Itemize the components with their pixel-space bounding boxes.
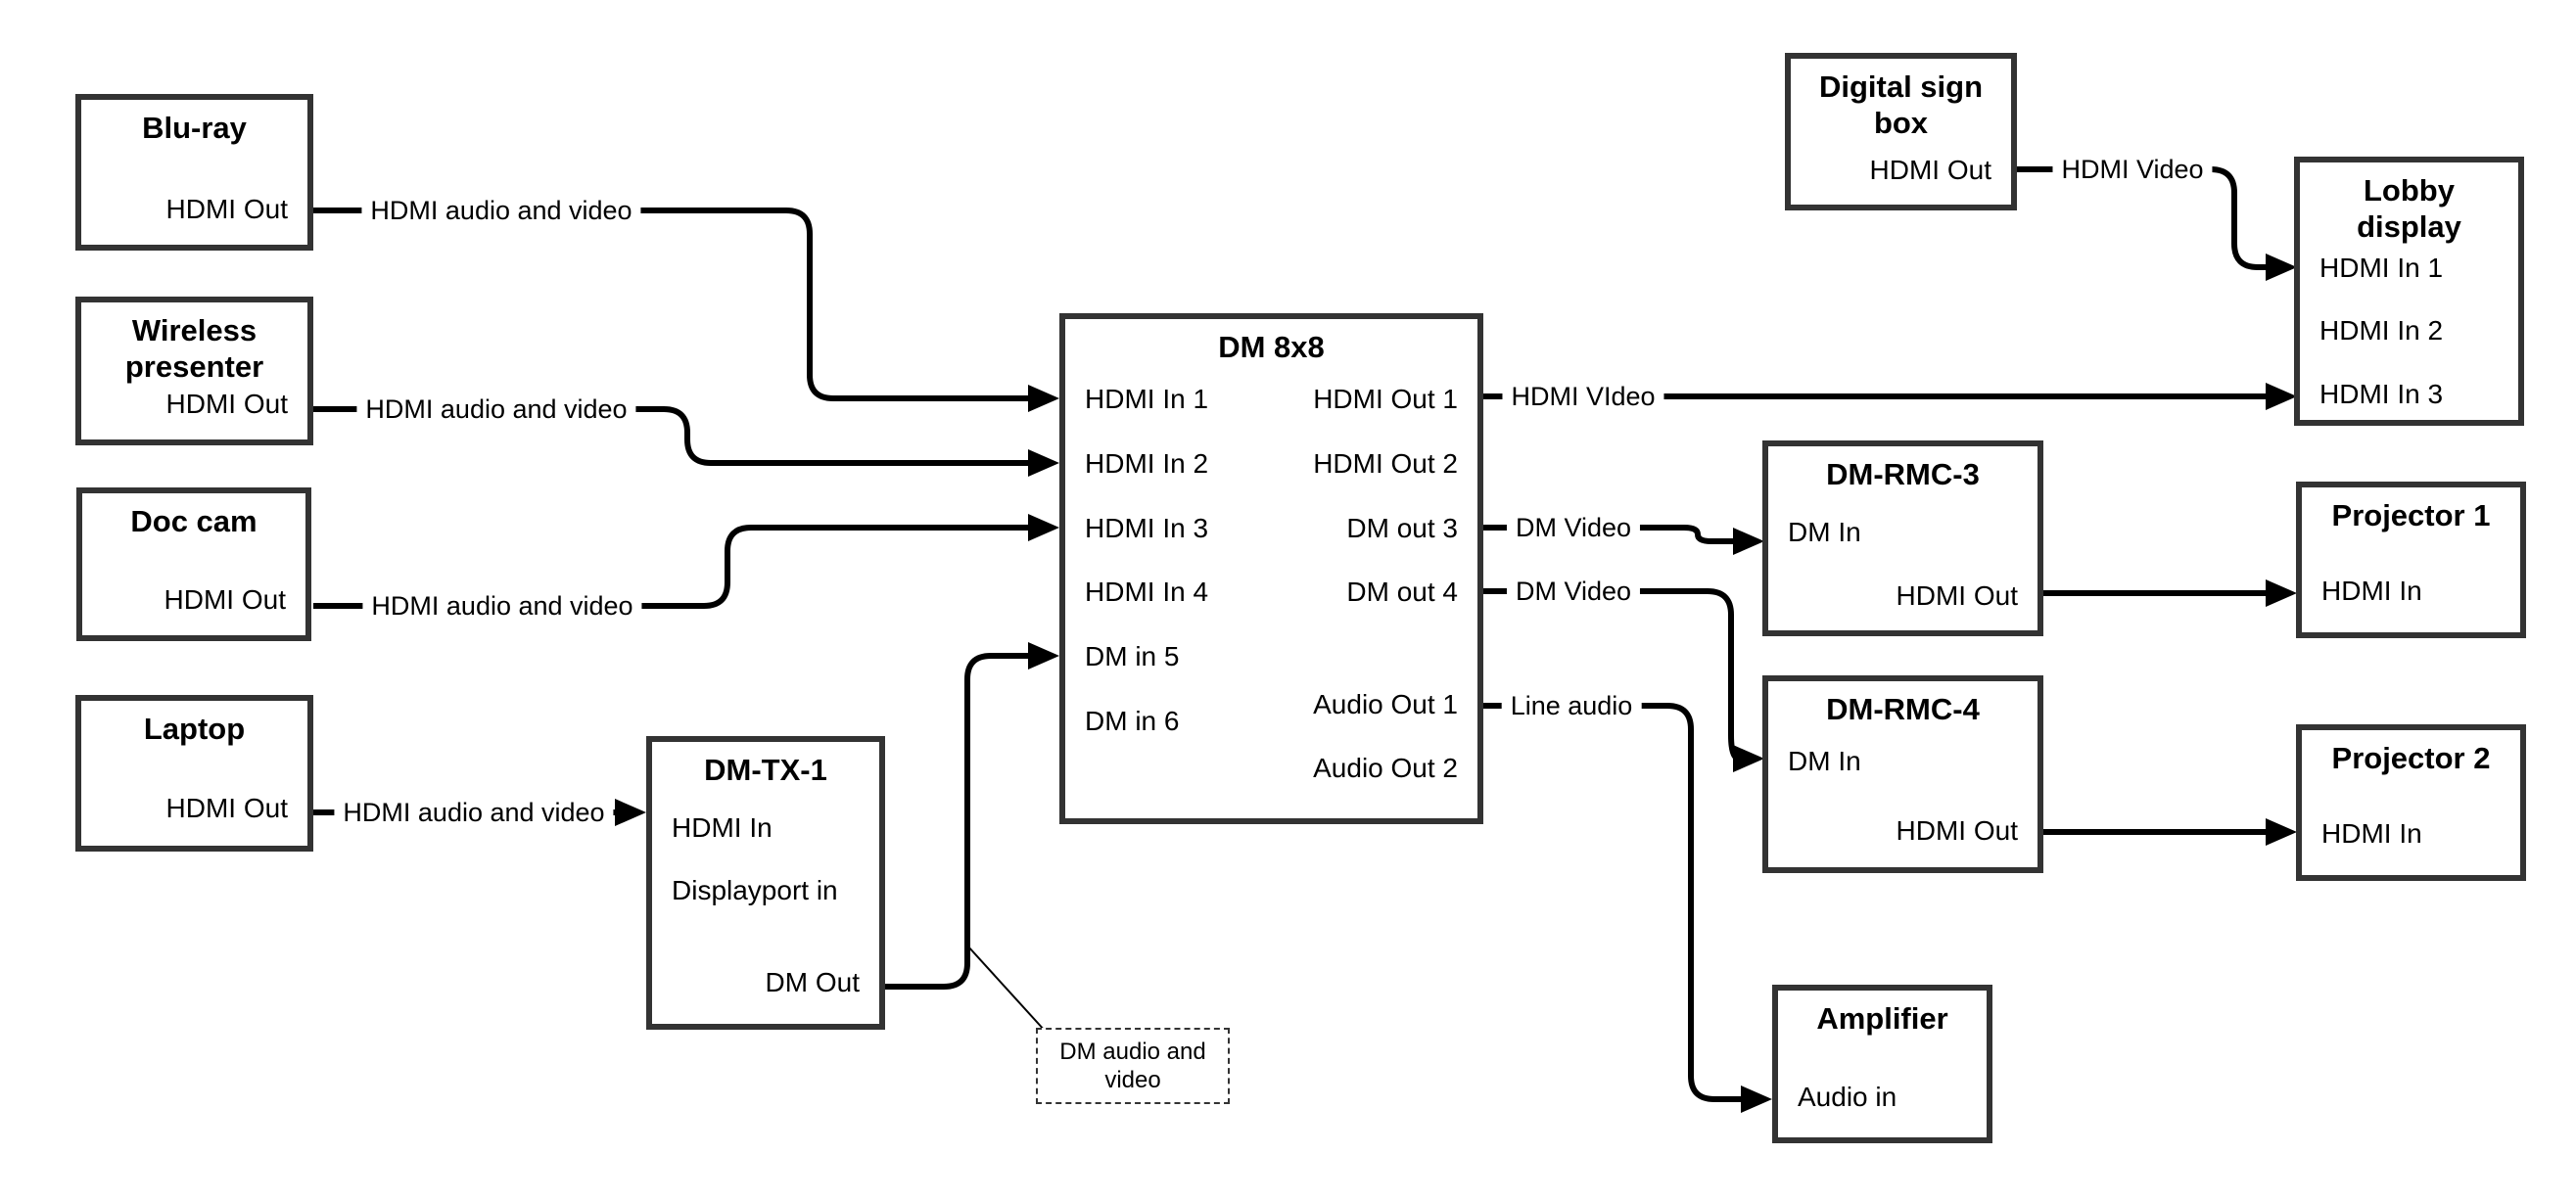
- port-dm-out-4: DM out 4: [1346, 577, 1458, 607]
- node-projector-1: Projector 1 HDMI In: [2296, 482, 2526, 638]
- wire-label-dm-video-1: DM Video: [1506, 511, 1641, 544]
- arrowhead: [1733, 745, 1764, 772]
- callout-leader-line: [966, 945, 1047, 1033]
- port-dm-out-3: DM out 3: [1346, 513, 1458, 543]
- wire-label-dm-video-2: DM Video: [1506, 575, 1641, 608]
- wire-label-hdmi-av-3: HDMI audio and video: [362, 589, 642, 623]
- port-hdmi-in-4: HDMI In 4: [1085, 577, 1209, 607]
- port-hdmi-in-1: HDMI In 1: [1085, 384, 1209, 414]
- arrowhead: [2266, 579, 2297, 607]
- port-hdmi-out: HDMI Out: [165, 389, 288, 419]
- port-audio-out-1: Audio Out 1: [1313, 689, 1458, 719]
- port-hdmi-out-1: HDMI Out 1: [1313, 384, 1458, 414]
- node-title: DM-RMC-4: [1826, 692, 1980, 726]
- node-title: Lobby display: [2357, 173, 2461, 244]
- port-hdmi-out: HDMI Out: [165, 793, 288, 823]
- node-title: DM-RMC-3: [1826, 457, 1980, 491]
- port-hdmi-in-1: HDMI In 1: [2319, 253, 2444, 283]
- port-hdmi-in-3: HDMI In 3: [1085, 513, 1209, 543]
- node-amplifier: Amplifier Audio in: [1772, 985, 1992, 1143]
- wire-label-hdmi-av-1: HDMI audio and video: [361, 194, 641, 227]
- port-hdmi-out-2: HDMI Out 2: [1313, 448, 1458, 479]
- node-title: Blu-ray: [142, 111, 247, 145]
- port-hdmi-out: HDMI Out: [1869, 155, 1991, 185]
- node-title: Wireless presenter: [124, 313, 264, 384]
- node-laptop: Laptop HDMI Out: [75, 695, 313, 852]
- arrowhead: [1733, 528, 1764, 555]
- node-dm-tx-1: DM-TX-1 HDMI In Displayport in DM Out: [646, 736, 885, 1030]
- port-hdmi-in: HDMI In: [2321, 818, 2422, 849]
- node-title: Doc cam: [130, 504, 258, 538]
- node-dm-rmc-4: DM-RMC-4 DM In HDMI Out: [1762, 675, 2043, 873]
- port-hdmi-in-2: HDMI In 2: [2319, 315, 2444, 346]
- node-blu-ray: Blu-ray HDMI Out: [75, 94, 313, 251]
- node-title: Digital sign box: [1818, 69, 1984, 140]
- node-doc-cam: Doc cam HDMI Out: [76, 487, 311, 641]
- port-hdmi-in: HDMI In: [2321, 576, 2422, 606]
- wire-label-hdmi-video-out1: HDMI VIdeo: [1502, 380, 1664, 413]
- port-audio-out-2: Audio Out 2: [1313, 753, 1458, 783]
- wire-label-hdmi-av-4: HDMI audio and video: [334, 796, 614, 829]
- arrowhead: [1741, 1086, 1772, 1113]
- node-lobby-display: Lobby display HDMI In 1 HDMI In 2 HDMI I…: [2294, 157, 2524, 426]
- arrowhead: [1028, 514, 1059, 541]
- wire-dmtx1-to-dm8x8-in5: [885, 653, 1034, 990]
- port-dm-in-5: DM in 5: [1085, 641, 1180, 671]
- port-hdmi-out: HDMI Out: [1896, 580, 2018, 611]
- port-hdmi-out: HDMI Out: [1896, 815, 2018, 846]
- node-title: DM-TX-1: [704, 753, 827, 787]
- node-digital-sign-box: Digital sign box HDMI Out: [1785, 53, 2017, 210]
- node-projector-2: Projector 2 HDMI In: [2296, 724, 2526, 881]
- port-dm-in: DM In: [1788, 746, 1861, 776]
- port-hdmi-in-3: HDMI In 3: [2319, 379, 2444, 409]
- arrowhead: [2266, 383, 2297, 410]
- node-title: Projector 1: [2331, 498, 2491, 532]
- wire-bluray-to-dm8x8-in1: [313, 208, 1034, 401]
- arrowhead: [2266, 818, 2297, 846]
- port-dm-in: DM In: [1788, 517, 1861, 547]
- arrowhead: [1028, 642, 1059, 670]
- arrowhead: [1028, 385, 1059, 412]
- node-dm-8x8: DM 8x8 HDMI In 1 HDMI In 2 HDMI In 3 HDM…: [1059, 313, 1483, 824]
- node-wireless-presenter: Wireless presenter HDMI Out: [75, 297, 313, 445]
- wire-dm8x8-out4-to-rmc4: [1483, 588, 1740, 762]
- node-title: Projector 2: [2331, 741, 2491, 775]
- port-displayport-in: Displayport in: [672, 875, 838, 905]
- node-title: Laptop: [143, 712, 246, 746]
- wire-dm8x8-audio1-to-amplifier: [1483, 703, 1745, 1102]
- node-title: DM 8x8: [1218, 330, 1325, 364]
- arrowhead: [2266, 254, 2297, 281]
- callout-text: DM audio and video: [1059, 1039, 1206, 1093]
- port-hdmi-out: HDMI Out: [165, 194, 288, 224]
- port-hdmi-out: HDMI Out: [164, 584, 286, 615]
- arrowhead: [1028, 449, 1059, 477]
- port-dm-out: DM Out: [765, 967, 860, 997]
- port-hdmi-in: HDMI In: [672, 812, 773, 843]
- port-hdmi-in-2: HDMI In 2: [1085, 448, 1209, 479]
- wire-label-line-audio: Line audio: [1501, 689, 1642, 722]
- port-audio-in: Audio in: [1798, 1082, 1897, 1112]
- port-dm-in-6: DM in 6: [1085, 706, 1180, 736]
- wire-label-hdmi-video-sign: HDMI Video: [2052, 153, 2213, 186]
- wire-label-hdmi-av-2: HDMI audio and video: [356, 393, 636, 426]
- arrowhead: [615, 799, 646, 826]
- node-dm-rmc-3: DM-RMC-3 DM In HDMI Out: [1762, 440, 2043, 636]
- node-title: Amplifier: [1816, 1001, 1948, 1036]
- callout-dm-audio-video: DM audio and video: [1036, 1028, 1230, 1104]
